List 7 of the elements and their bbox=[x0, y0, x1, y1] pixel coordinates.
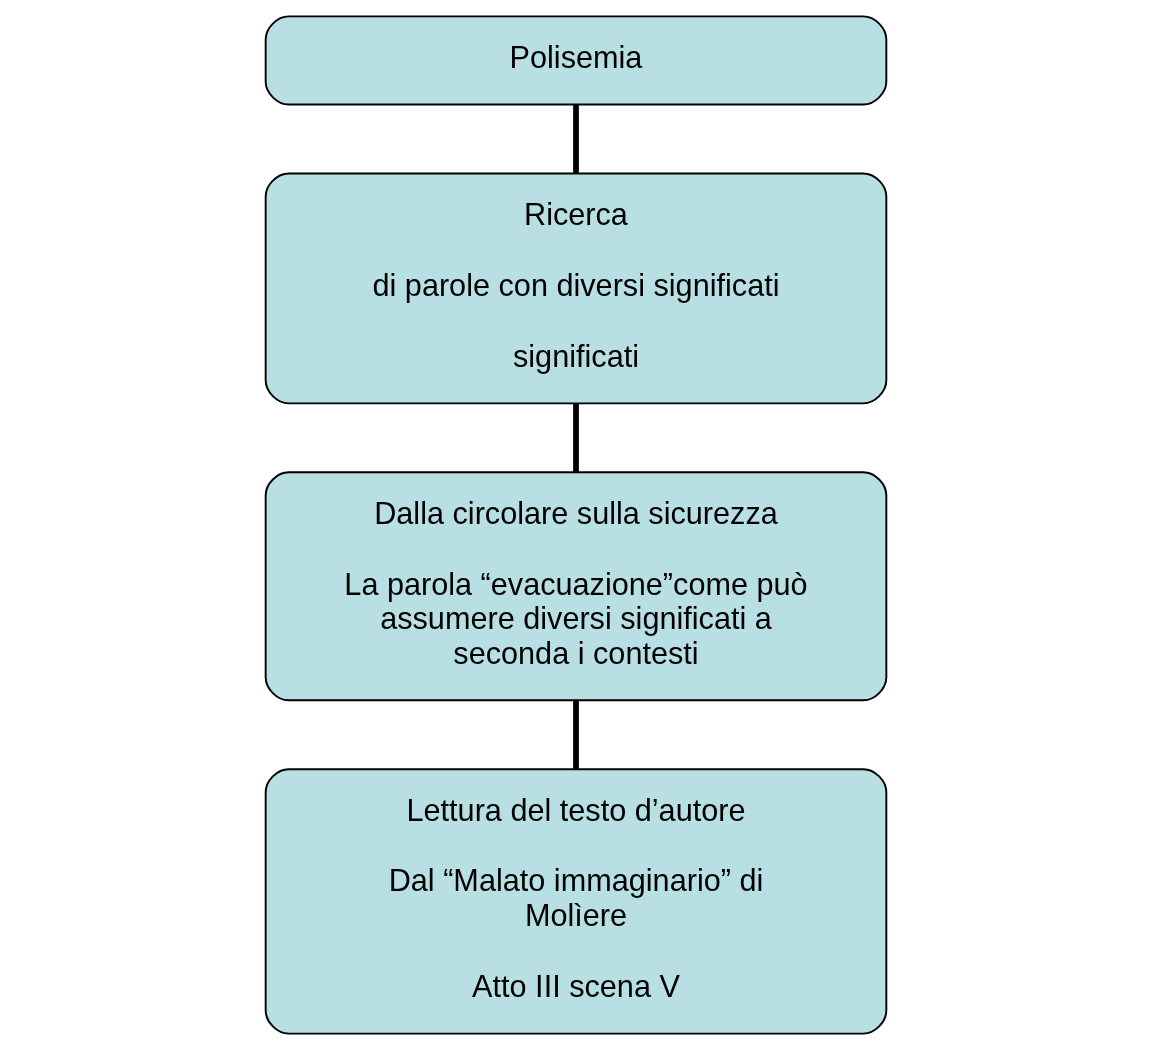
connector bbox=[573, 104, 579, 174]
node-box: Lettura del testo d’autore Dal “Malato immaginario” di Molìere Atto III scena V bbox=[264, 768, 888, 1035]
node-box: Polisemia bbox=[264, 15, 888, 106]
connector bbox=[573, 700, 579, 770]
node-box: Dalla circolare sulla sicurezza La parola “evacuazione”come può assumere diversi significati a seconda i contesti bbox=[264, 471, 888, 702]
connector bbox=[573, 403, 579, 472]
node-box: Ricerca di parole con diversi significati significati bbox=[264, 172, 888, 405]
